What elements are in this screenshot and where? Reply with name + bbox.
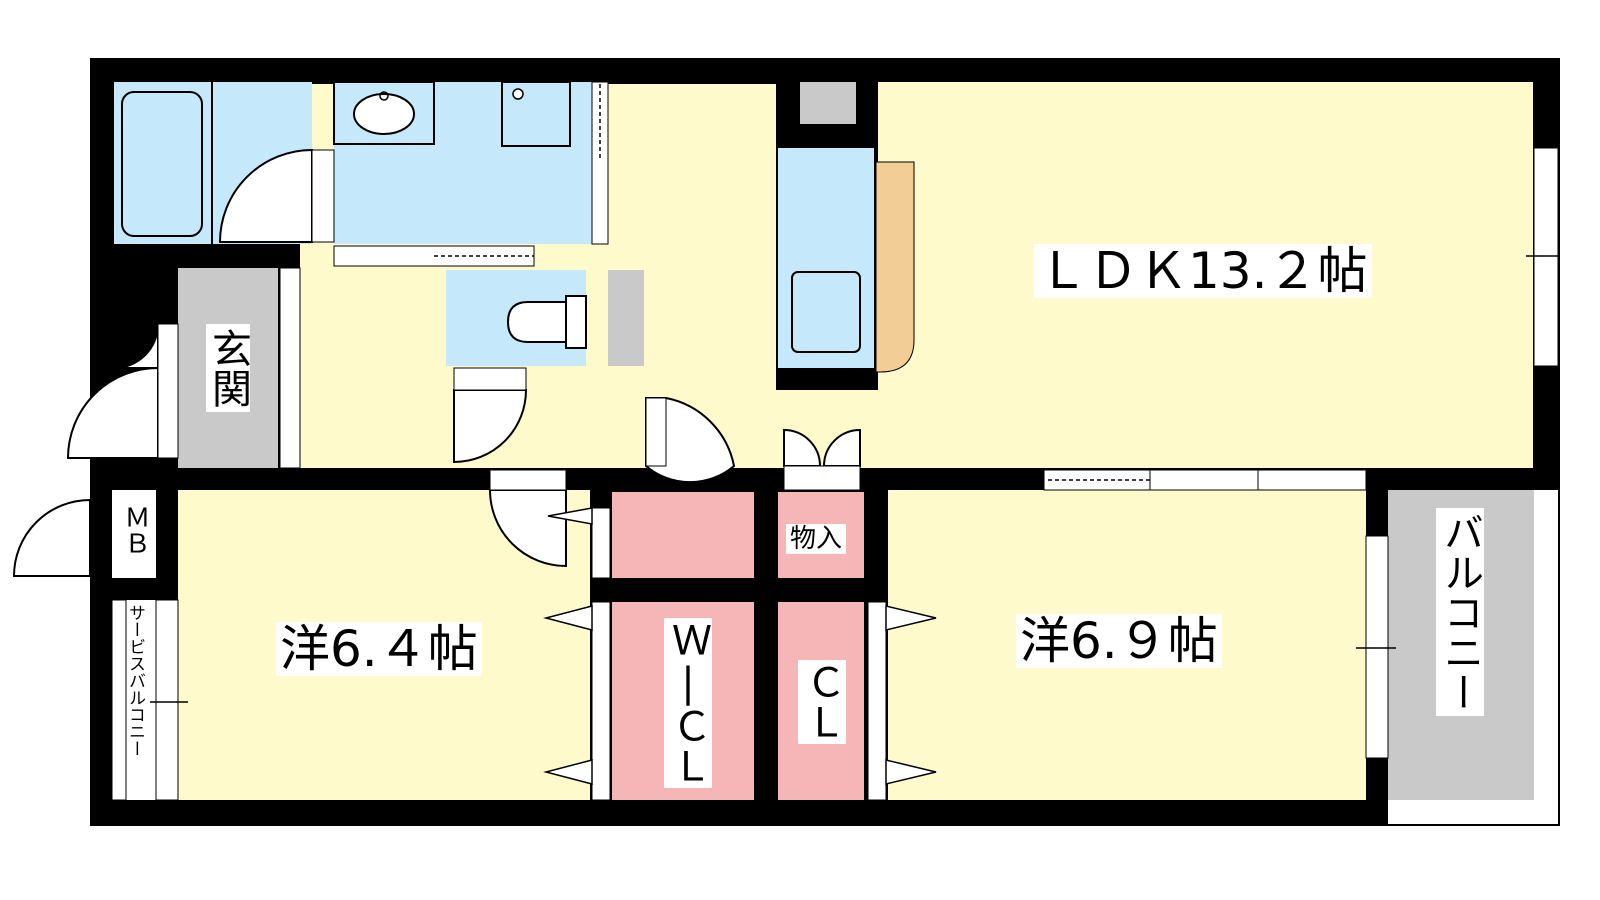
wcl-door-frame bbox=[591, 601, 611, 801]
ldk-label: ＬＤＫ13.２帖 bbox=[1034, 244, 1372, 298]
cl-door-leaf-top bbox=[885, 605, 937, 631]
toilet-tank bbox=[565, 295, 587, 349]
cl-label: ＣＬ bbox=[798, 660, 846, 744]
fridge-space bbox=[800, 82, 856, 124]
western-room-a-label: 洋6.４帖 bbox=[276, 622, 482, 676]
room-a-door-frame bbox=[489, 469, 567, 491]
entrance-label: 玄関 bbox=[205, 324, 251, 412]
service-balcony-label: サービスバルコニー bbox=[125, 604, 145, 757]
wcl-upper-floor bbox=[612, 492, 754, 578]
entrance-door-frame bbox=[157, 323, 179, 459]
balcony-outer-edge bbox=[1388, 800, 1558, 824]
room-a-door-swing bbox=[488, 489, 567, 568]
ldk-sliding-door bbox=[1043, 469, 1367, 491]
wcl-upper-frame bbox=[591, 507, 611, 579]
bath-door-swing bbox=[218, 148, 313, 243]
toilet-door-swing bbox=[453, 389, 528, 464]
wcl-door-leaf-top bbox=[543, 605, 593, 631]
toilet-bowl bbox=[506, 301, 567, 343]
kitchen-stove bbox=[791, 271, 861, 353]
wcl-upper-leaf bbox=[547, 507, 593, 525]
service-window bbox=[111, 599, 127, 801]
toilet-storage bbox=[608, 270, 644, 366]
washbasin-bowl bbox=[353, 93, 415, 135]
hall-door-frame bbox=[645, 397, 667, 467]
washroom-window bbox=[591, 81, 609, 245]
storage-label: 物入 bbox=[786, 524, 847, 554]
faucet bbox=[379, 91, 389, 101]
hall-door-swing bbox=[645, 397, 736, 484]
drain bbox=[512, 88, 524, 100]
wcl-door-leaf-bottom bbox=[543, 759, 593, 785]
kitchen-counter bbox=[875, 161, 915, 373]
bathtub bbox=[121, 91, 203, 237]
balcony-label: バルコニー bbox=[1436, 508, 1484, 716]
entrance-door-swing-small bbox=[113, 323, 159, 369]
entrance-door-swing bbox=[66, 366, 159, 459]
toilet-door-frame bbox=[453, 367, 527, 391]
washing-machine-area bbox=[501, 81, 571, 147]
western-room-b-label: 洋6.９帖 bbox=[1016, 614, 1222, 668]
ldk-window bbox=[1533, 147, 1559, 367]
cl-door-leaf-bottom bbox=[885, 759, 937, 785]
balcony-outer-side bbox=[1534, 490, 1558, 824]
balcony-window bbox=[1365, 535, 1389, 759]
storage-door-frame bbox=[783, 465, 861, 491]
entrance-step bbox=[279, 267, 301, 469]
mb-door-swing bbox=[12, 498, 91, 577]
mb-label: ＭＢ bbox=[118, 502, 152, 558]
bath-door-frame bbox=[311, 149, 335, 243]
cl-door-frame bbox=[867, 601, 887, 801]
room-a-window bbox=[155, 599, 179, 801]
wcl-label: Ｗ|ＣＬ bbox=[664, 618, 712, 788]
